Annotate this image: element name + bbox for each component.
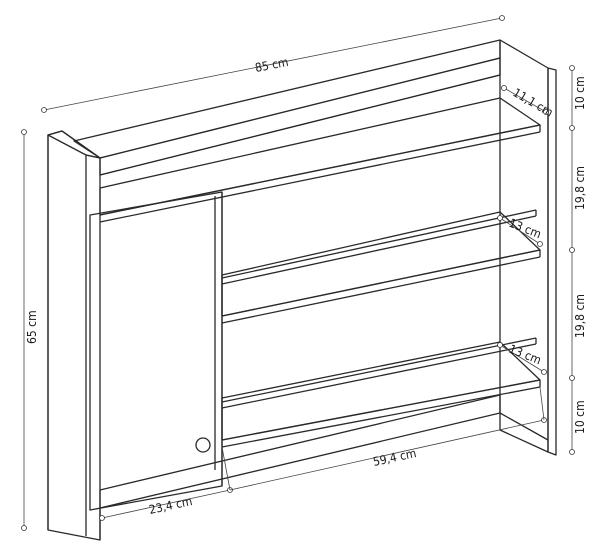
door-width-label: 23,4 cm <box>148 494 194 517</box>
shelf-depth-top-label: 11,1 cm <box>511 85 556 119</box>
door-knob-icon <box>195 437 211 453</box>
middle-shelf <box>221 211 541 317</box>
bottom-rail <box>99 394 501 509</box>
door-panel <box>89 191 223 511</box>
dimension-lines <box>21 15 575 531</box>
gap-upper-label: 19,8 cm <box>573 166 587 210</box>
width-label: 85 cm <box>254 55 290 75</box>
open-width-label: 59,4 cm <box>372 446 418 469</box>
shelf-depth-mid-label: 13 cm <box>507 216 543 242</box>
gap-bottom-label: 10 cm <box>573 400 587 434</box>
height-label: 65 cm <box>25 310 39 344</box>
top-shelf <box>99 97 541 216</box>
cabinet-outline <box>47 39 557 541</box>
gap-top-label: 10 cm <box>573 76 587 110</box>
middle-rail <box>221 209 537 279</box>
gap-lower-label: 19,8 cm <box>573 294 587 338</box>
lower-shelf <box>221 341 541 441</box>
top-rail <box>99 57 501 176</box>
left-side-panel <box>47 130 101 541</box>
lower-rail <box>221 337 537 403</box>
